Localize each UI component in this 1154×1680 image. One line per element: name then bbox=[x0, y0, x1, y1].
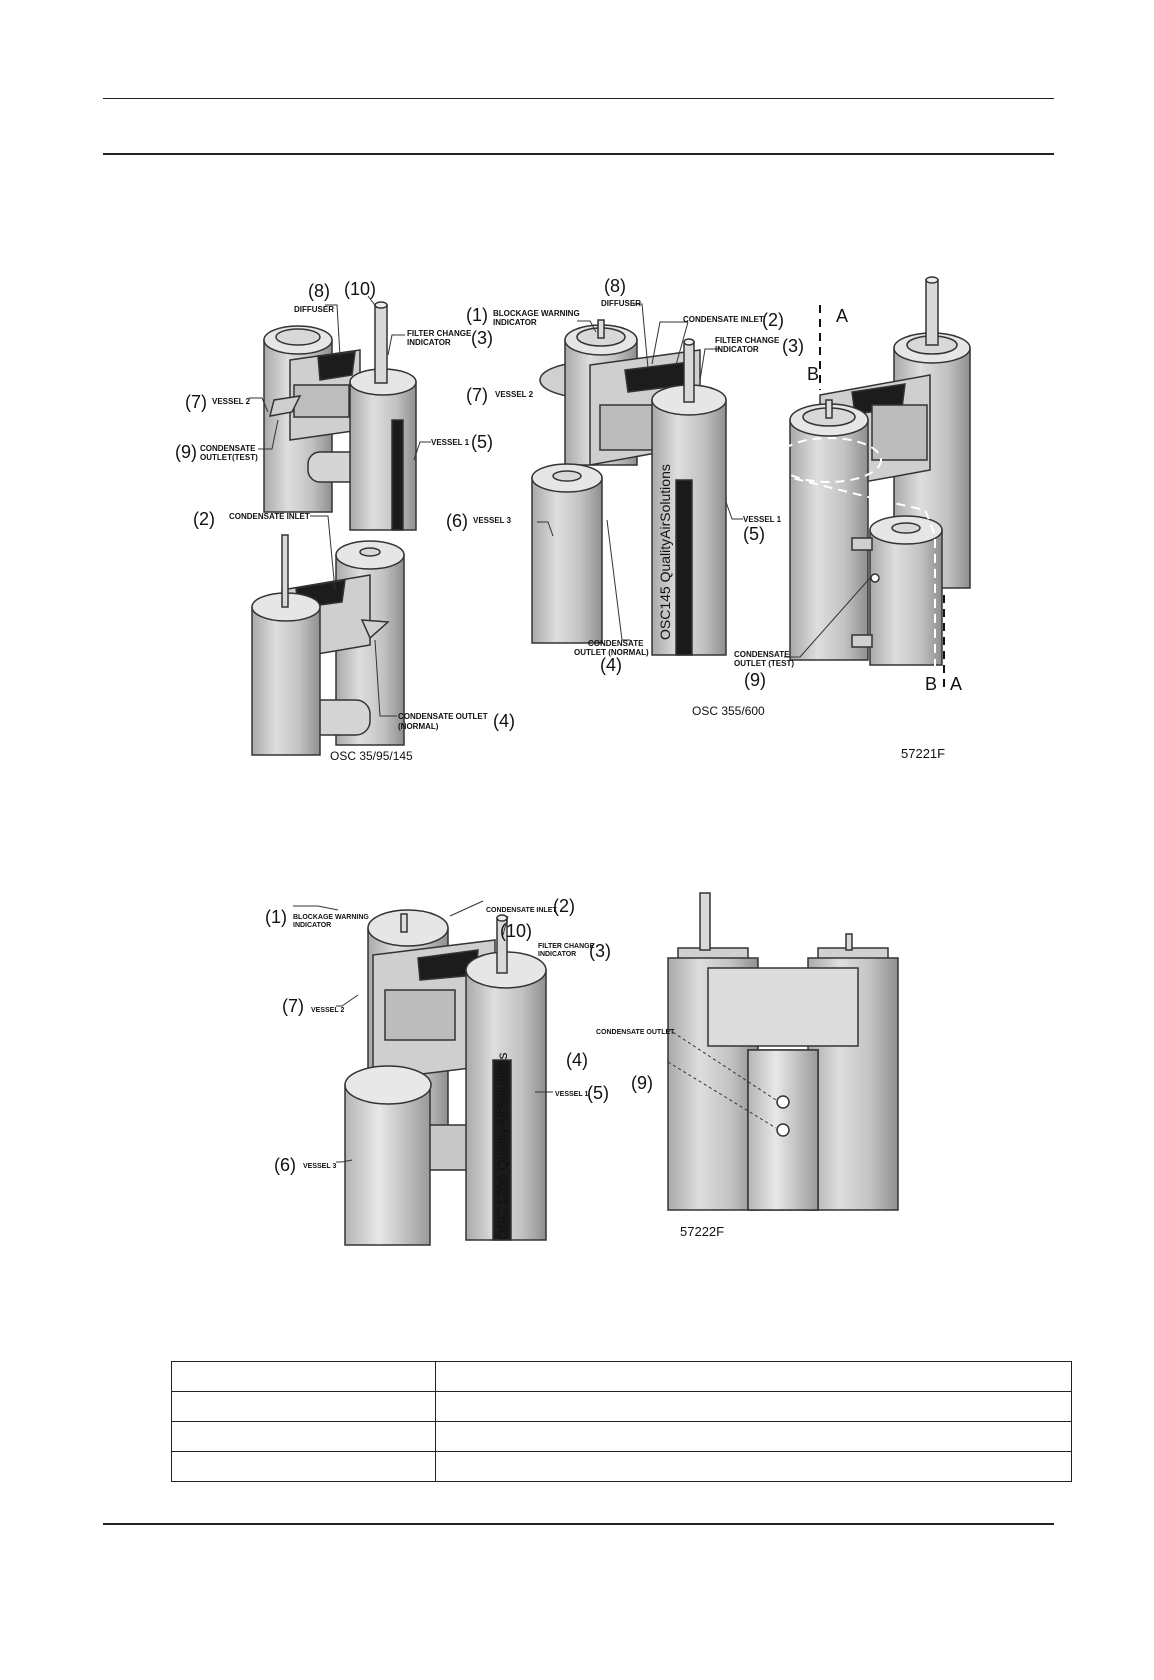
label-filter-change-middle-2: INDICATOR bbox=[715, 345, 759, 354]
callout-4-fig2-rear: (4) bbox=[566, 1050, 588, 1070]
label-condensate-normal-left-2: (NORMAL) bbox=[398, 722, 439, 731]
label-condensate-normal-middle-1: CONDENSATE bbox=[588, 639, 644, 648]
label-condensate-inlet-middle: CONDENSATE INLET bbox=[683, 315, 764, 324]
label-vessel2-middle: VESSEL 2 bbox=[495, 390, 534, 399]
osc145-brand-text: OSC145 QualityAirSolutions bbox=[657, 464, 673, 640]
label-vessel2-fig2: VESSEL 2 bbox=[311, 1007, 344, 1014]
callout-1-middle: (1) bbox=[466, 305, 488, 325]
callout-6-middle: (6) bbox=[446, 511, 468, 531]
osc-35-95-145-lower bbox=[251, 534, 405, 756]
table-cell bbox=[435, 1391, 1072, 1422]
callout-4-middle: (4) bbox=[600, 655, 622, 675]
section-label-a-top: A bbox=[836, 306, 848, 326]
label-vessel1-middle: VESSEL 1 bbox=[743, 515, 782, 524]
osc1200-brand-text: OSC 1200 QualityAirSolutions bbox=[494, 1052, 510, 1240]
label-blockage-fig2-2: INDICATOR bbox=[293, 922, 331, 929]
table-cell bbox=[435, 1451, 1072, 1482]
label-filter-change-left-1: FILTER CHANGE bbox=[407, 329, 472, 338]
callout-10-left: (10) bbox=[344, 279, 376, 299]
callout-3-fig2: (3) bbox=[589, 941, 611, 961]
section-label-b-bottom: B bbox=[925, 674, 937, 694]
table-row bbox=[171, 1421, 1072, 1452]
callout-7-middle: (7) bbox=[466, 385, 488, 405]
label-filter-change-fig2-1: FILTER CHANGE bbox=[538, 943, 595, 950]
callout-10-fig2: (10) bbox=[500, 921, 532, 941]
table-row bbox=[171, 1361, 1072, 1392]
table-cell bbox=[171, 1451, 436, 1482]
osc-355-section-drawing bbox=[789, 276, 971, 666]
callout-5-left: (5) bbox=[471, 432, 493, 452]
label-condensate-inlet-fig2: CONDENSATE INLET bbox=[486, 907, 557, 914]
table-cell bbox=[171, 1421, 436, 1452]
table-cell bbox=[171, 1361, 436, 1392]
label-vessel1-fig2: VESSEL 1 bbox=[555, 1091, 588, 1098]
caption-osc-355-600: OSC 355/600 bbox=[692, 704, 765, 718]
table-row bbox=[171, 1391, 1072, 1422]
label-diffuser-middle: DIFFUSER bbox=[601, 299, 641, 308]
label-condensate-inlet-left: CONDENSATE INLET bbox=[229, 512, 310, 521]
header-rule-top bbox=[103, 98, 1054, 99]
label-condensate-test-middle-1: CONDENSATE bbox=[734, 650, 790, 659]
label-condensate-test-left-2: OUTLET(TEST) bbox=[200, 453, 258, 462]
header-rule-bottom bbox=[103, 153, 1054, 155]
callout-9-fig2-rear: (9) bbox=[631, 1073, 653, 1093]
callout-7-fig2: (7) bbox=[282, 996, 304, 1016]
callout-5-fig2: (5) bbox=[587, 1083, 609, 1103]
label-vessel2-left: VESSEL 2 bbox=[212, 397, 251, 406]
callout-9-middle: (9) bbox=[744, 670, 766, 690]
callout-3-left: (3) bbox=[471, 328, 493, 348]
figure-id-57221f: 57221F bbox=[901, 746, 945, 761]
label-filter-change-fig2-2: INDICATOR bbox=[538, 951, 576, 958]
osc-1200-drawing bbox=[344, 909, 547, 1246]
footer-rule bbox=[103, 1523, 1054, 1525]
label-filter-change-middle-1: FILTER CHANGE bbox=[715, 336, 780, 345]
table-row bbox=[171, 1451, 1072, 1482]
callout-9-left: (9) bbox=[175, 442, 197, 462]
callout-4-left: (4) bbox=[493, 711, 515, 731]
section-label-a-bottom: A bbox=[950, 674, 962, 694]
table-cell bbox=[435, 1421, 1072, 1452]
osc-1200-rear-view bbox=[667, 892, 899, 1211]
figure-id-57222f: 57222F bbox=[680, 1224, 724, 1239]
section-lines bbox=[776, 305, 945, 690]
callout-8-middle: (8) bbox=[604, 276, 626, 296]
label-blockage-fig2-1: BLOCKAGE WARNING bbox=[293, 914, 369, 921]
label-vessel3-middle: VESSEL 3 bbox=[473, 516, 512, 525]
label-condensate-outlet-fig2-rear: CONDENSATE OUTLET bbox=[596, 1029, 675, 1036]
osc-145-drawing bbox=[531, 319, 727, 656]
callout-2-fig2: (2) bbox=[553, 896, 575, 916]
section-label-b-top: B bbox=[807, 364, 819, 384]
label-condensate-normal-middle-2: OUTLET (NORMAL) bbox=[574, 648, 649, 657]
caption-osc-35-95-145: OSC 35/95/145 bbox=[330, 749, 413, 763]
label-condensate-normal-left-1: CONDENSATE OUTLET bbox=[398, 712, 488, 721]
table-cell bbox=[171, 1391, 436, 1422]
label-blockage-middle-2: INDICATOR bbox=[493, 318, 537, 327]
label-condensate-test-middle-2: OUTLET (TEST) bbox=[734, 659, 794, 668]
callout-6-fig2: (6) bbox=[274, 1155, 296, 1175]
callout-5-middle: (5) bbox=[743, 524, 765, 544]
callout-7-left: (7) bbox=[185, 392, 207, 412]
callout-1-fig2: (1) bbox=[265, 907, 287, 927]
table-cell bbox=[435, 1361, 1072, 1392]
leader-lines bbox=[249, 295, 871, 1163]
label-filter-change-left-2: INDICATOR bbox=[407, 338, 451, 347]
callout-3-middle: (3) bbox=[782, 336, 804, 356]
callout-2-middle: (2) bbox=[762, 310, 784, 330]
label-vessel1-left: VESSEL 1 bbox=[431, 438, 470, 447]
label-blockage-middle-1: BLOCKAGE WARNING bbox=[493, 309, 580, 318]
callout-2-left: (2) bbox=[193, 509, 215, 529]
label-condensate-test-left-1: CONDENSATE bbox=[200, 444, 256, 453]
parts-table bbox=[171, 1361, 1072, 1482]
callout-8-left: (8) bbox=[308, 281, 330, 301]
label-vessel3-fig2: VESSEL 3 bbox=[303, 1163, 336, 1170]
label-diffuser-left: DIFFUSER bbox=[294, 305, 334, 314]
osc-35-95-145-upper bbox=[263, 301, 417, 531]
